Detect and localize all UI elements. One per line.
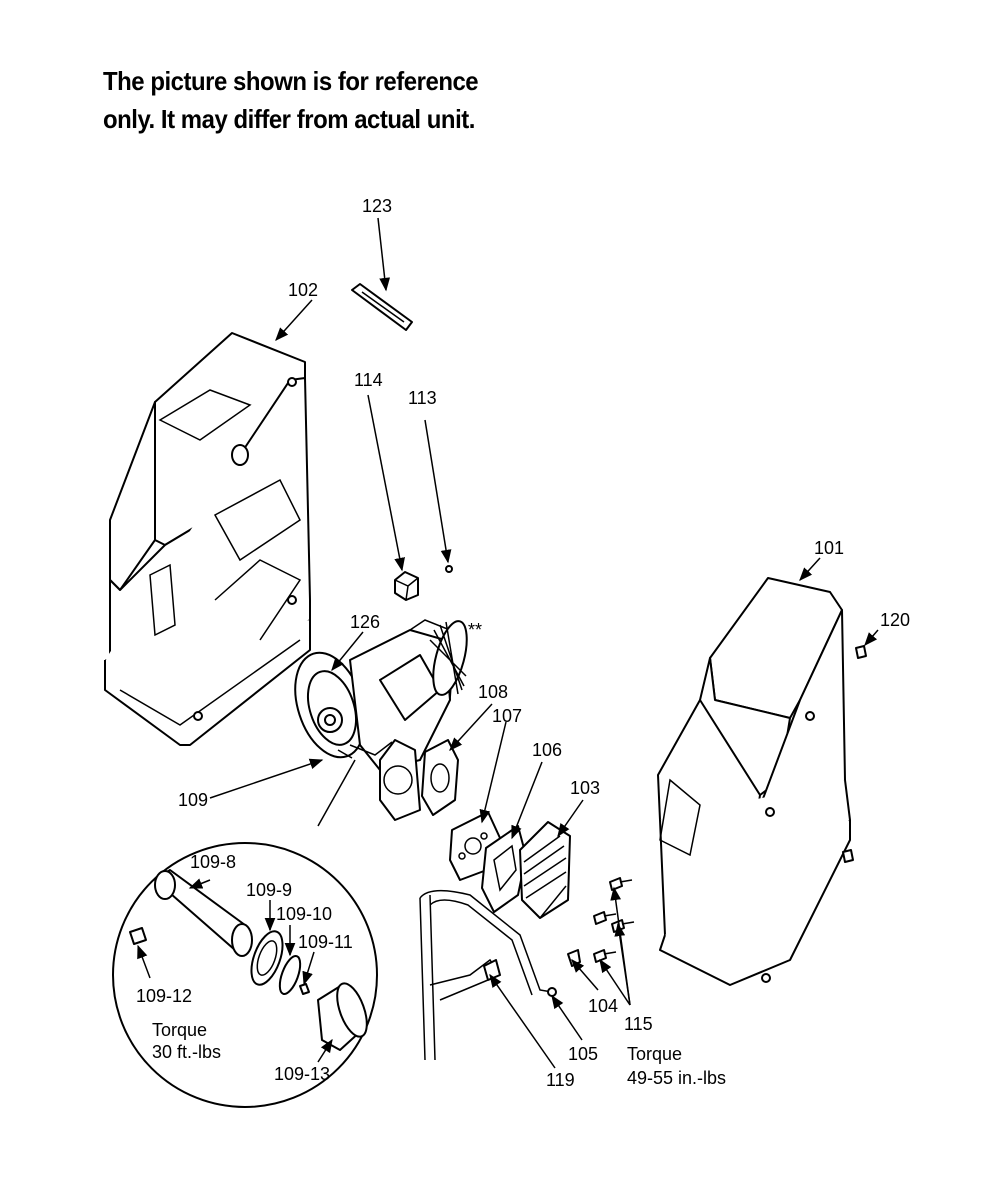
callout-109-10: 109-10	[276, 904, 332, 924]
part-113-clip	[445, 565, 453, 573]
callout-107: 107	[492, 706, 522, 726]
torque-rod-label: Torque	[152, 1020, 207, 1040]
callout-labels: 123 102 114 113 101 120 126 ** 108 107 1…	[136, 196, 910, 1090]
part-114-block	[394, 571, 419, 601]
part-103-cylinder-head	[519, 821, 571, 919]
part-119-105-hoses	[419, 889, 557, 1061]
reference-note-line-2: only. It may differ from actual unit.	[103, 104, 475, 134]
callout-102: 102	[288, 280, 318, 300]
callout-109-11: 109-11	[298, 932, 353, 952]
callout-123: 123	[362, 196, 392, 216]
part-104-fitting	[567, 949, 581, 967]
callout-119: 119	[546, 1070, 575, 1090]
callout-109-12: 109-12	[136, 986, 192, 1006]
callout-103: 103	[570, 778, 600, 798]
callout-109-9: 109-9	[246, 880, 292, 900]
callout-108: 108	[478, 682, 508, 702]
callout-109: 109	[178, 790, 208, 810]
callout-101: 101	[814, 538, 844, 558]
part-126-pump-motor-assembly	[294, 619, 468, 821]
torque-head-value: 49-55 in.-lbs	[627, 1068, 726, 1088]
callout-105: 105	[568, 1044, 598, 1064]
callout-106: 106	[532, 740, 562, 760]
callout-126: 126	[350, 612, 380, 632]
part-108-gasket	[421, 739, 459, 816]
callout-114: 114	[354, 370, 383, 390]
part-102-left-shroud	[104, 332, 311, 746]
part-123-grip	[351, 283, 413, 331]
part-101-right-shroud	[657, 577, 867, 986]
callout-109-8: 109-8	[190, 852, 236, 872]
leader-lines	[137, 217, 879, 1069]
reference-note: The picture shown is for reference only.…	[103, 62, 479, 138]
callout-115: 115	[624, 1014, 653, 1034]
callout-113: 113	[408, 388, 437, 408]
callout-109-13: 109-13	[274, 1064, 330, 1084]
torque-head-label: Torque	[627, 1044, 682, 1064]
callout-star: **	[468, 620, 482, 640]
detail-109-connecting-rod	[112, 759, 378, 1108]
torque-rod-value: 30 ft.-lbs	[152, 1042, 221, 1062]
callout-104: 104	[588, 996, 618, 1016]
callout-120: 120	[880, 610, 910, 630]
reference-note-line-1: The picture shown is for reference	[103, 66, 479, 96]
